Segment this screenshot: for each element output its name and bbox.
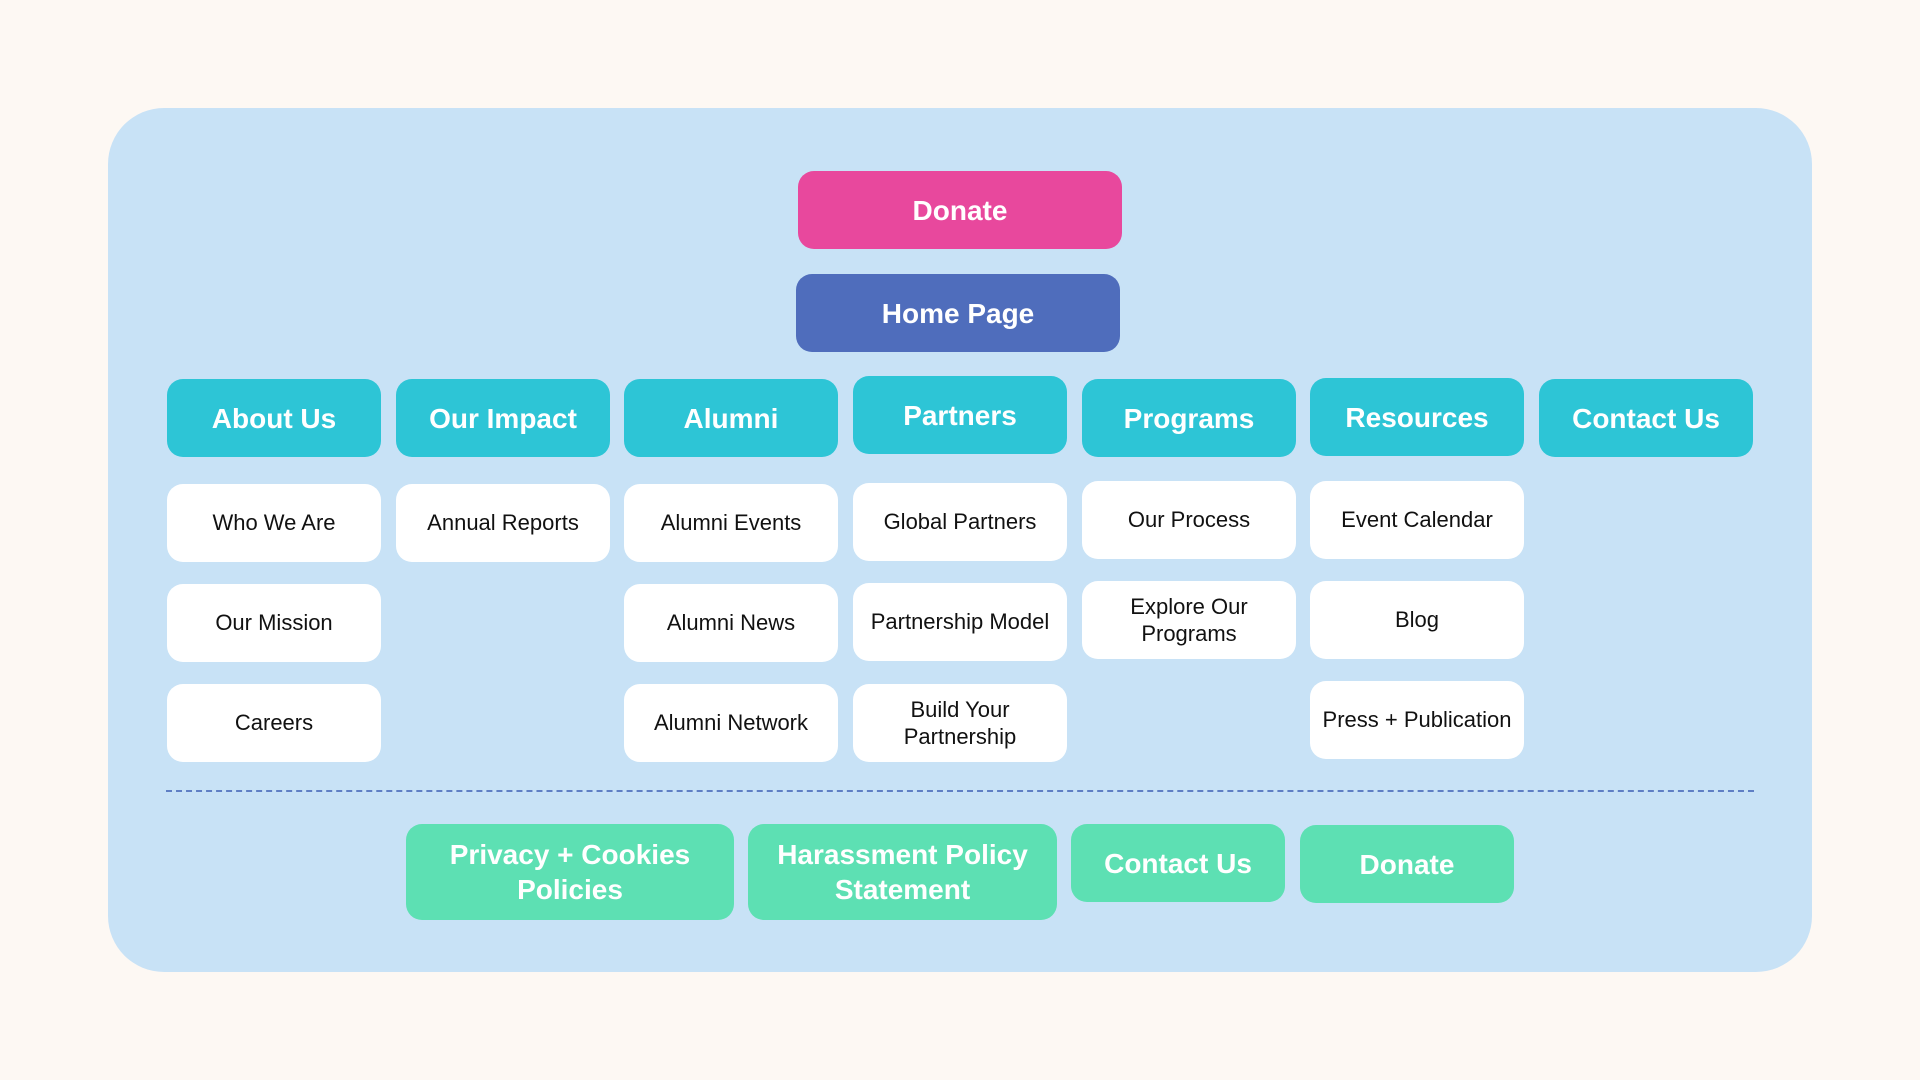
- footer-contact-us[interactable]: Contact Us: [1071, 824, 1285, 902]
- page-our-process[interactable]: Our Process: [1082, 481, 1296, 559]
- category-resources[interactable]: Resources: [1310, 378, 1524, 456]
- footer-privacy-cookies-policies[interactable]: Privacy + Cookies Policies: [406, 824, 734, 920]
- category-contact-us[interactable]: Contact Us: [1539, 379, 1753, 457]
- footer-harassment-policy-statement[interactable]: Harassment Policy Statement: [748, 824, 1057, 920]
- footer-donate[interactable]: Donate: [1300, 825, 1514, 903]
- page-careers[interactable]: Careers: [167, 684, 381, 762]
- page-global-partners[interactable]: Global Partners: [853, 483, 1067, 561]
- page-alumni-news[interactable]: Alumni News: [624, 584, 838, 662]
- footer-divider: [166, 790, 1754, 792]
- page-alumni-events[interactable]: Alumni Events: [624, 484, 838, 562]
- donate-node[interactable]: Donate: [798, 171, 1122, 249]
- category-our-impact[interactable]: Our Impact: [396, 379, 610, 457]
- page-partnership-model[interactable]: Partnership Model: [853, 583, 1067, 661]
- page-alumni-network[interactable]: Alumni Network: [624, 684, 838, 762]
- category-programs[interactable]: Programs: [1082, 379, 1296, 457]
- page-annual-reports[interactable]: Annual Reports: [396, 484, 610, 562]
- page-our-mission[interactable]: Our Mission: [167, 584, 381, 662]
- page-who-we-are[interactable]: Who We Are: [167, 484, 381, 562]
- page-event-calendar[interactable]: Event Calendar: [1310, 481, 1524, 559]
- page-build-your-partnership[interactable]: Build Your Partnership: [853, 684, 1067, 762]
- page-explore-our-programs[interactable]: Explore Our Programs: [1082, 581, 1296, 659]
- page-press-publication[interactable]: Press + Publication: [1310, 681, 1524, 759]
- category-alumni[interactable]: Alumni: [624, 379, 838, 457]
- home-page-node[interactable]: Home Page: [796, 274, 1120, 352]
- category-partners[interactable]: Partners: [853, 376, 1067, 454]
- page-blog[interactable]: Blog: [1310, 581, 1524, 659]
- category-about-us[interactable]: About Us: [167, 379, 381, 457]
